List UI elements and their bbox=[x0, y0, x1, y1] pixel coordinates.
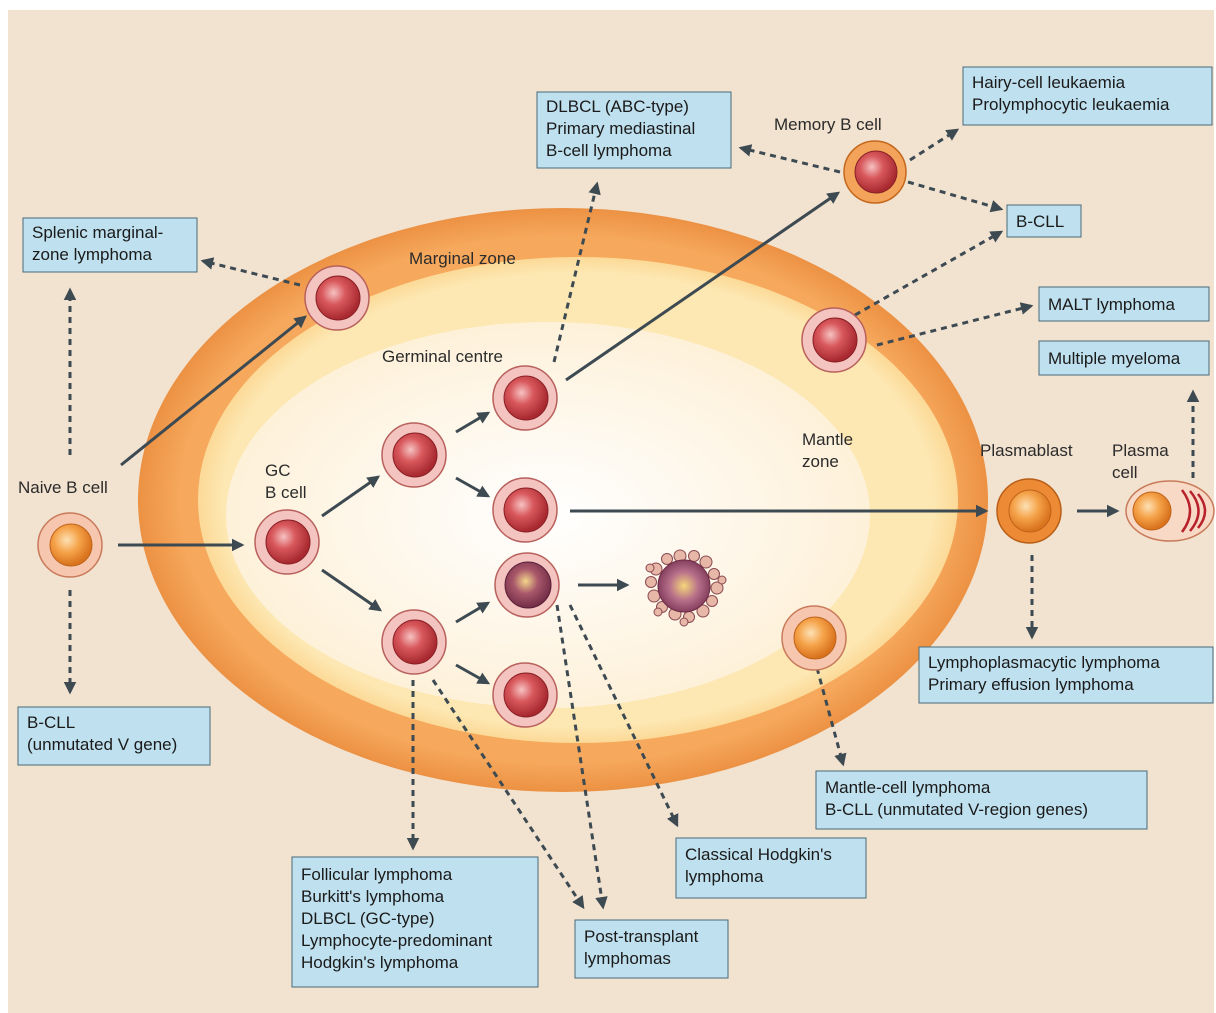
svg-text:Burkitt's lymphoma: Burkitt's lymphoma bbox=[301, 887, 445, 906]
svg-text:Mantle-cell lymphoma: Mantle-cell lymphoma bbox=[825, 778, 991, 797]
arrow-gc-to-upper-cell bbox=[321, 475, 381, 518]
svg-text:DLBCL (GC-type): DLBCL (GC-type) bbox=[301, 909, 435, 928]
box-bcll-naive: B-CLL (unmutated V gene) bbox=[17, 706, 211, 766]
hodgkin-precursor-cell bbox=[494, 552, 560, 618]
svg-text:B-cell lymphoma: B-cell lymphoma bbox=[546, 141, 672, 160]
svg-text:Splenic marginal-: Splenic marginal- bbox=[32, 223, 163, 242]
mantle-zone-b-cell-lower bbox=[781, 605, 847, 671]
svg-text:Prolymphocytic leukaemia: Prolymphocytic leukaemia bbox=[972, 95, 1170, 114]
gc-cell-top bbox=[492, 365, 558, 431]
centroblast-upper bbox=[381, 422, 447, 488]
dashed-rs-to-hodgkin bbox=[568, 604, 679, 828]
plasma-cell-label-line2: cell bbox=[1112, 463, 1138, 482]
svg-text:Multiple myeloma: Multiple myeloma bbox=[1048, 349, 1181, 368]
marginal-zone-label: Marginal zone bbox=[409, 249, 516, 268]
svg-text:DLBCL (ABC-type): DLBCL (ABC-type) bbox=[546, 97, 689, 116]
reed-sternberg-cell bbox=[645, 549, 727, 627]
gc-cell-bottom bbox=[492, 662, 558, 728]
svg-text:zone lymphoma: zone lymphoma bbox=[32, 245, 153, 264]
dashed-mantle-to-mantle-cell-lymphoma bbox=[815, 667, 847, 767]
dashed-top-to-dlbcl-abc bbox=[552, 181, 601, 363]
dashed-mantle-cell-to-bcll bbox=[854, 230, 1004, 317]
svg-text:B-CLL (unmutated V-region gene: B-CLL (unmutated V-region genes) bbox=[825, 800, 1088, 819]
mantle-zone-label-line2: zone bbox=[802, 452, 839, 471]
svg-text:(unmutated V gene): (unmutated V gene) bbox=[27, 735, 177, 754]
marginal-zone-b-cell bbox=[304, 265, 370, 331]
svg-text:Classical Hodgkin's: Classical Hodgkin's bbox=[685, 845, 832, 864]
arrow-naive-to-marginal bbox=[120, 315, 307, 467]
svg-text:MALT lymphoma: MALT lymphoma bbox=[1048, 295, 1175, 314]
arrow-lower-to-rs-precursor bbox=[455, 601, 491, 624]
svg-text:Primary effusion lymphoma: Primary effusion lymphoma bbox=[928, 675, 1134, 694]
centrocyte-lower bbox=[381, 609, 447, 675]
plasma-cell-label-line1: Plasma bbox=[1112, 441, 1169, 460]
box-post-transplant: Post-transplant lymphomas bbox=[574, 919, 729, 979]
svg-text:B-CLL: B-CLL bbox=[27, 713, 75, 732]
germinal-centre-label: Germinal centre bbox=[382, 347, 503, 366]
svg-text:Follicular lymphoma: Follicular lymphoma bbox=[301, 865, 453, 884]
differentiation-arrows bbox=[118, 191, 1120, 685]
svg-text:Lymphocyte-predominant: Lymphocyte-predominant bbox=[301, 931, 492, 950]
box-hairy-cell: Hairy-cell leukaemia Prolymphocytic leuk… bbox=[962, 66, 1213, 126]
box-multiple-myeloma: Multiple myeloma bbox=[1038, 340, 1210, 376]
lymphoma-origin-arrows bbox=[63, 128, 1200, 910]
arrow-centroblast-to-mid bbox=[455, 476, 491, 498]
box-mantle-cell-lymphoma: Mantle-cell lymphoma B-CLL (unmutated V-… bbox=[815, 770, 1148, 830]
dashed-memory-to-dlbcl-abc bbox=[738, 144, 841, 174]
dashed-memory-to-bcll bbox=[907, 180, 1004, 213]
gc-b-cell-label-line1: GC bbox=[265, 461, 291, 480]
plasmablast-cell bbox=[996, 478, 1062, 544]
arrow-top-to-memory bbox=[565, 191, 841, 382]
dashed-lower-to-post-transplant bbox=[431, 679, 585, 910]
arrow-lower-to-bottom bbox=[455, 663, 491, 685]
box-lymphoplasmacytic: Lymphoplasmacytic lymphoma Primary effus… bbox=[918, 646, 1214, 704]
svg-text:lymphoma: lymphoma bbox=[685, 867, 764, 886]
svg-text:Lymphoplasmacytic lymphoma: Lymphoplasmacytic lymphoma bbox=[928, 653, 1160, 672]
gc-b-cell bbox=[254, 509, 320, 575]
svg-text:Primary mediastinal: Primary mediastinal bbox=[546, 119, 695, 138]
box-splenic-marginal: Splenic marginal- zone lymphoma bbox=[22, 217, 198, 273]
plasma-cell bbox=[1125, 480, 1215, 542]
naive-b-cell-label: Naive B cell bbox=[18, 478, 108, 497]
svg-text:Hairy-cell leukaemia: Hairy-cell leukaemia bbox=[972, 73, 1126, 92]
arrow-gc-to-lower-cell bbox=[321, 568, 383, 612]
mantle-zone-label-line1: Mantle bbox=[802, 430, 853, 449]
box-follicular: Follicular lymphoma Burkitt's lymphoma D… bbox=[291, 856, 539, 988]
box-bcll-memory: B-CLL bbox=[1006, 204, 1082, 238]
dashed-marginal-to-splenic bbox=[200, 257, 301, 287]
memory-b-cell bbox=[843, 140, 907, 204]
svg-text:Hodgkin's lymphoma: Hodgkin's lymphoma bbox=[301, 953, 459, 972]
naive-b-cell bbox=[37, 512, 103, 578]
dashed-memory-to-hairy bbox=[909, 128, 960, 162]
gc-b-cell-label-line2: B cell bbox=[265, 483, 307, 502]
dashed-rs-to-post-transplant bbox=[555, 604, 608, 910]
svg-text:lymphomas: lymphomas bbox=[584, 949, 671, 968]
box-classical-hodgkin: Classical Hodgkin's lymphoma bbox=[675, 837, 867, 899]
box-malt: MALT lymphoma bbox=[1038, 286, 1210, 322]
dashed-mantle-cell-to-malt bbox=[876, 302, 1034, 347]
svg-text:Post-transplant: Post-transplant bbox=[584, 927, 699, 946]
box-dlbcl-abc: DLBCL (ABC-type) Primary mediastinal B-c… bbox=[536, 91, 732, 169]
memory-b-cell-label: Memory B cell bbox=[774, 115, 882, 134]
svg-text:B-CLL: B-CLL bbox=[1016, 212, 1064, 231]
plasmablast-label: Plasmablast bbox=[980, 441, 1073, 460]
arrow-centroblast-to-top bbox=[455, 411, 491, 434]
gc-cell-middle bbox=[492, 477, 558, 543]
mantle-zone-b-cell-upper bbox=[801, 307, 867, 373]
